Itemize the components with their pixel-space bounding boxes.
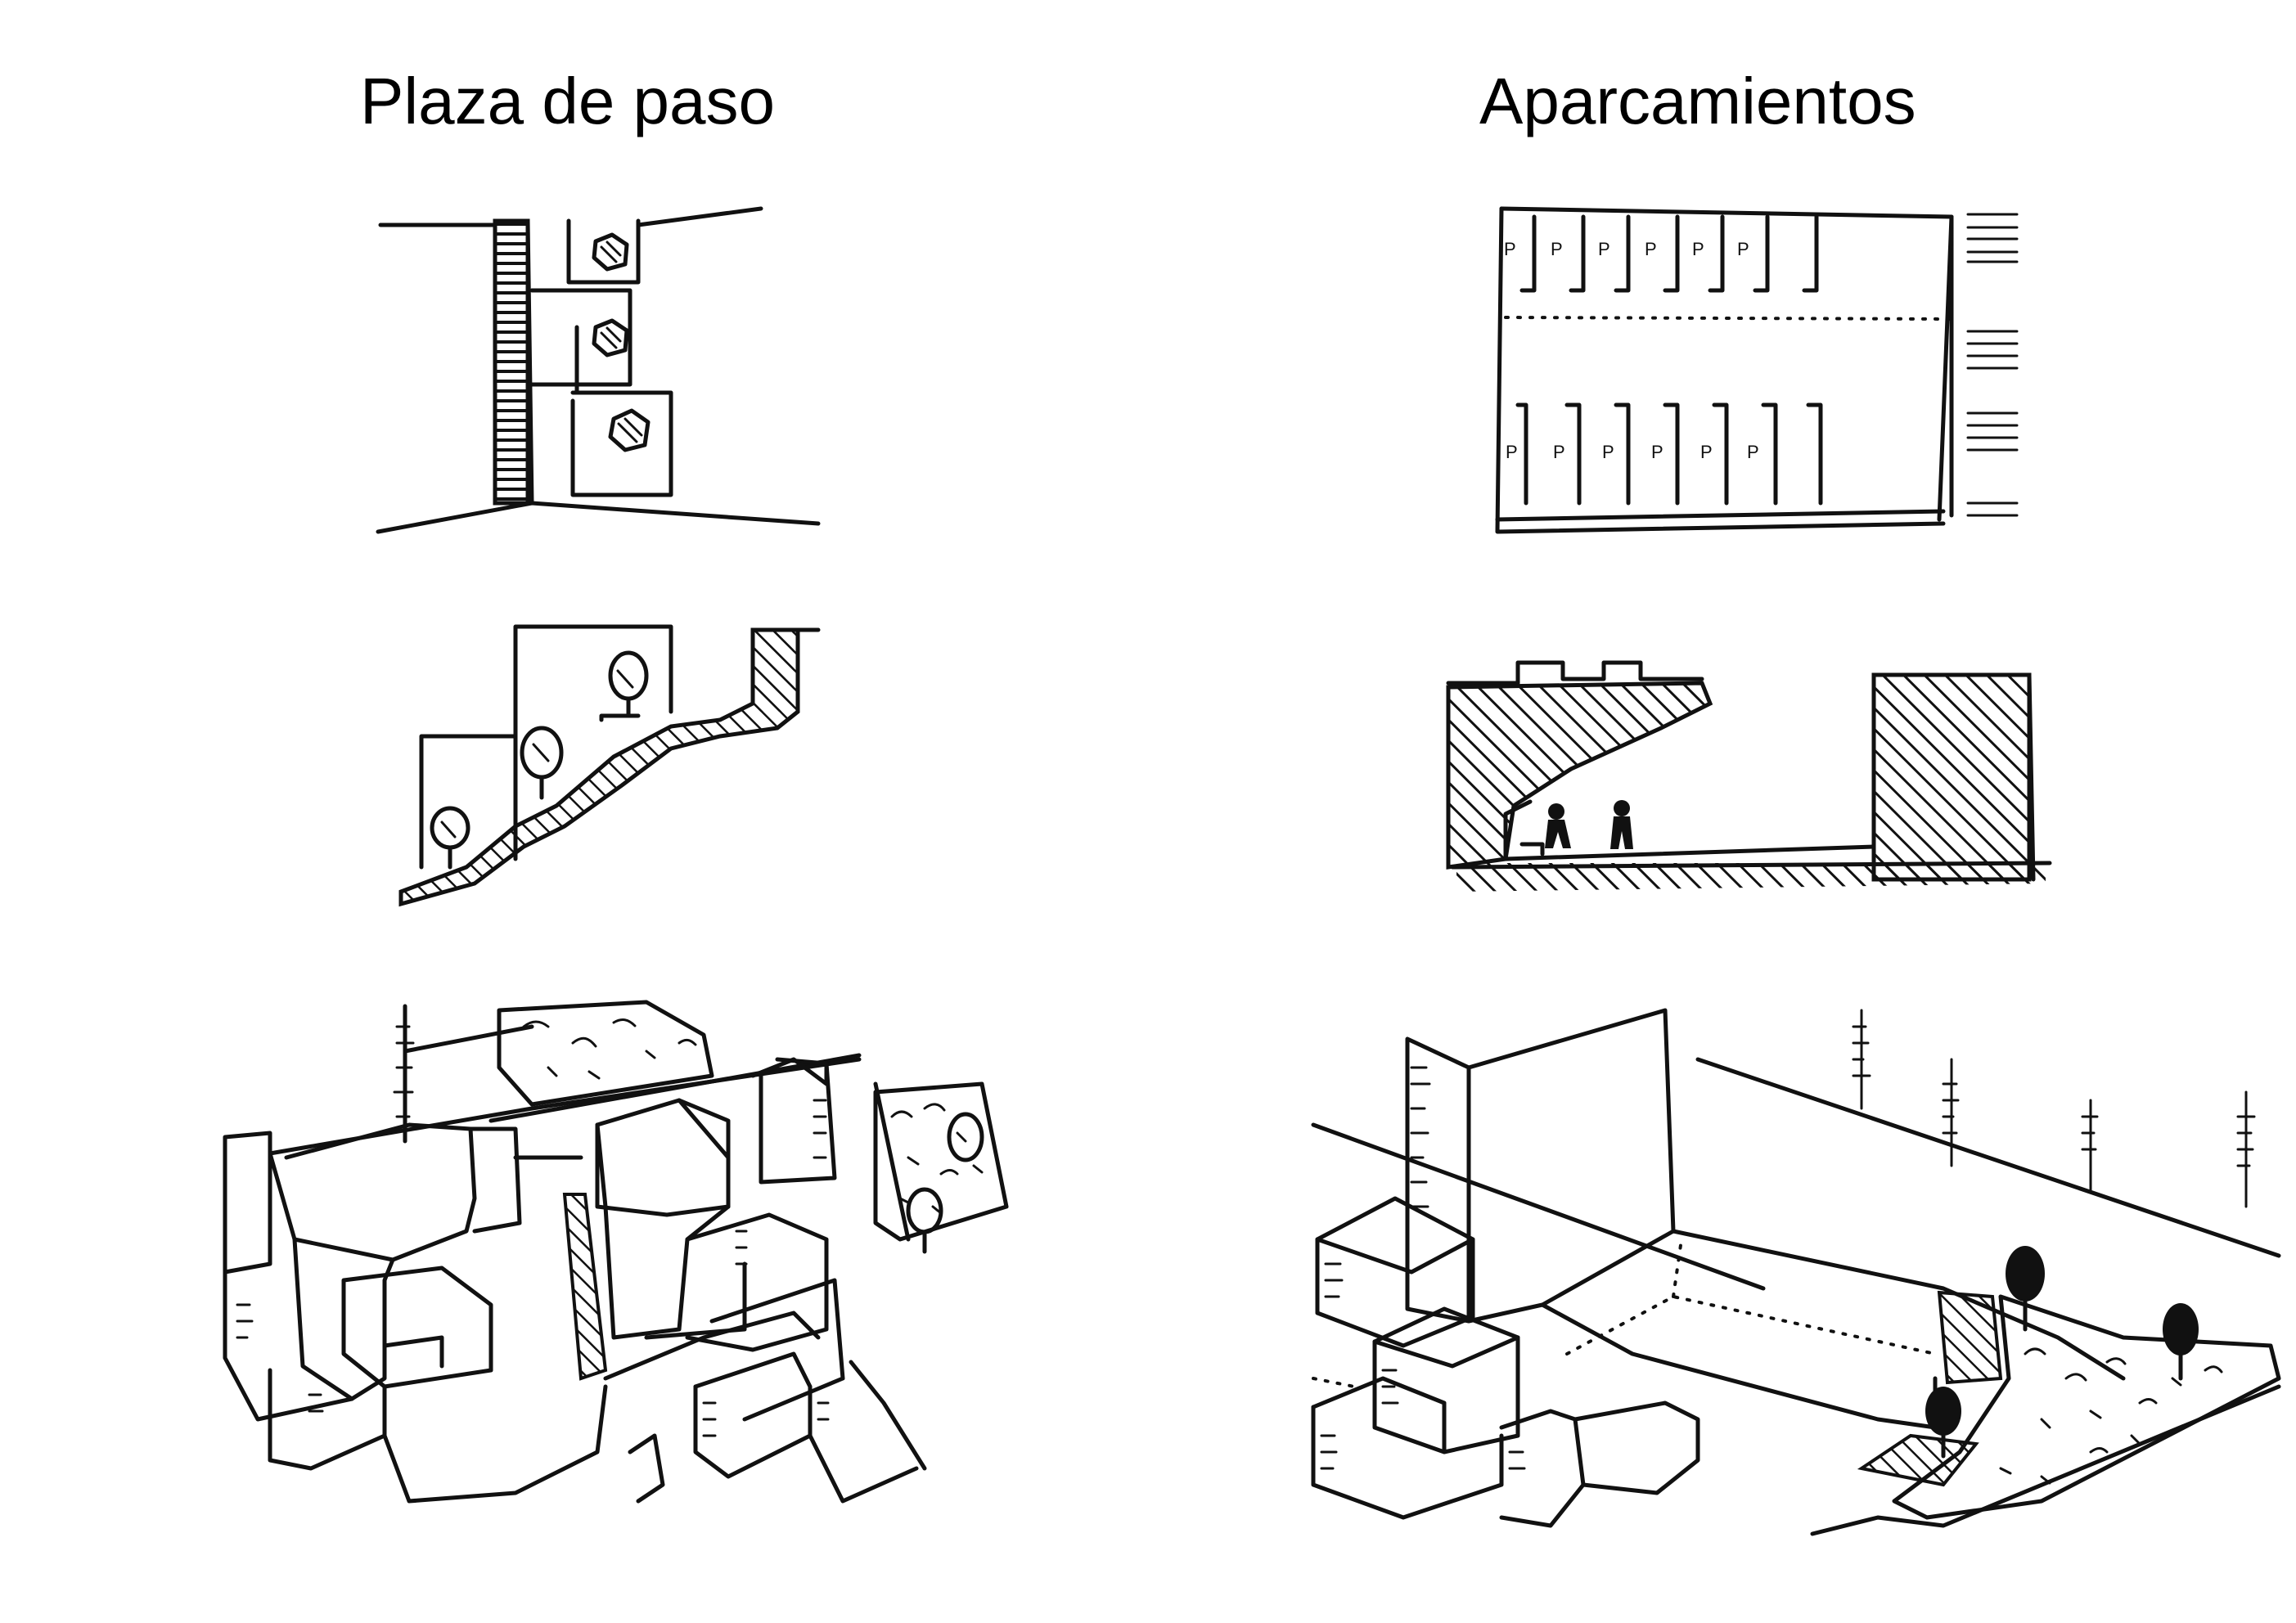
parking-stall-label: P (1602, 442, 1614, 462)
parking-stall-label: P (1700, 442, 1713, 462)
parking-stall-label: P (1747, 442, 1759, 462)
plaza-plan-sketch (368, 180, 835, 548)
parking-stall-label: P (1553, 442, 1565, 462)
title-plaza-de-paso: Plaza de paso (360, 65, 776, 137)
plaza-axonometric-sketch (221, 994, 1121, 1517)
parking-stall-label: P (1551, 239, 1563, 259)
parking-stall-label: P (1504, 239, 1516, 259)
parking-stall-label: P (1645, 239, 1657, 259)
title-aparcamientos: Aparcamientos (1479, 65, 1916, 137)
parking-stall-label: P (1651, 442, 1663, 462)
parking-stall-label: P (1737, 239, 1749, 259)
plaza-section-sketch (393, 622, 818, 900)
parking-stalls-bottom: P P P P P P (1506, 405, 1821, 503)
parking-stall-label: P (1598, 239, 1610, 259)
parking-stall-label: P (1692, 239, 1704, 259)
parking-stall-label: P (1506, 442, 1518, 462)
parking-section-sketch (1440, 630, 2062, 892)
parking-stalls-top: P P P P P P (1504, 217, 1817, 290)
parking-plan-sketch: P P P P P P P P P P P P (1481, 196, 2037, 540)
parking-axonometric-sketch (1305, 994, 2287, 1558)
